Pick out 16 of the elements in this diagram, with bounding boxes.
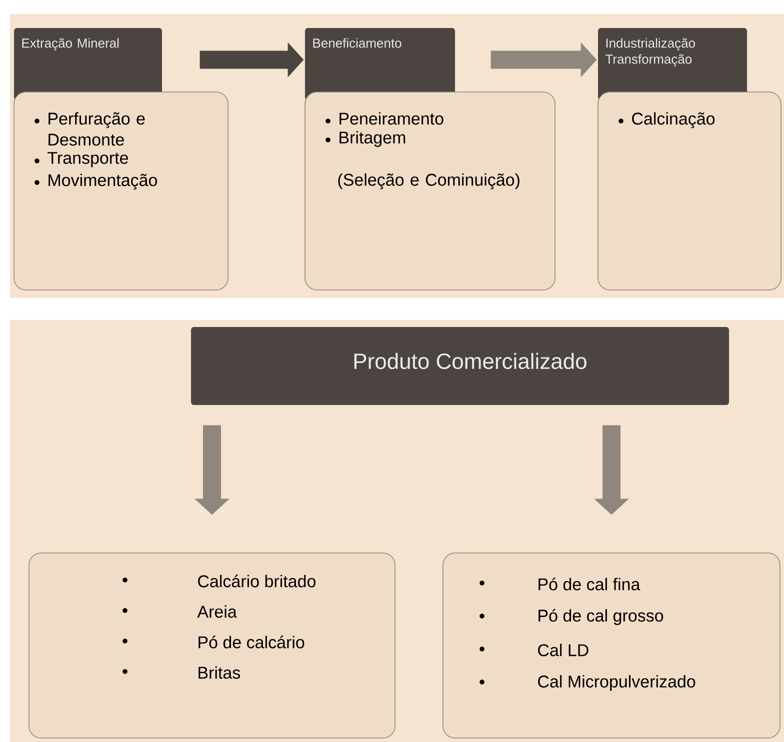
note-text: (Seleção e Cominuição) — [338, 173, 520, 190]
bullet-item: Calcinação — [618, 112, 715, 128]
bullet-item: Peneiramento — [326, 112, 444, 125]
bullet-item: Pó de calcário — [122, 636, 304, 648]
bullet-item: Britas — [122, 666, 240, 679]
bullet-item: Pó de cal fina — [480, 578, 640, 590]
bullet-item: Cal Micropulverizado — [480, 675, 696, 691]
bullet-item: Transporte — [34, 152, 128, 168]
bullet-item: Perfuração e Desmonte — [34, 112, 145, 146]
bullet-item: Movimentação — [34, 174, 158, 190]
bullet-item: Areia — [122, 605, 237, 618]
bullet-item: Calcário britado — [122, 574, 316, 588]
bullet-item: Britagem — [326, 131, 406, 147]
title-bar: Produto Comercializado — [191, 327, 729, 405]
bullet-item: Pó de cal grosso — [480, 609, 664, 626]
bullet-item: Cal LD — [480, 644, 588, 656]
